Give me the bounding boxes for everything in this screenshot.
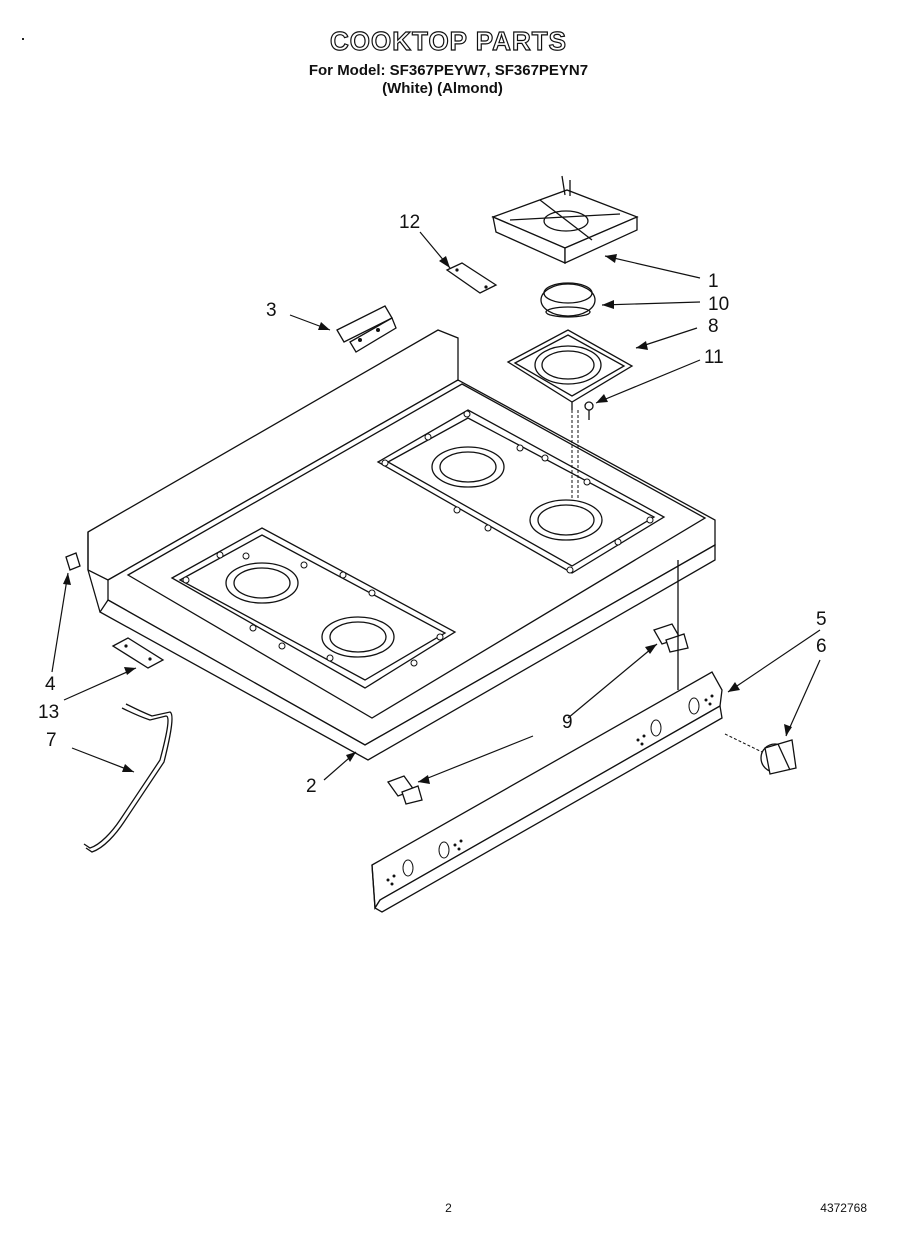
burner-right-front xyxy=(529,499,603,541)
burner-cap xyxy=(540,282,596,318)
clip-left xyxy=(65,552,81,571)
control-panel xyxy=(371,560,723,913)
callout-12: 12 xyxy=(399,212,420,233)
page-number: 2 xyxy=(445,1201,452,1215)
support-rod xyxy=(83,703,173,853)
callout-3: 3 xyxy=(266,300,277,321)
screw xyxy=(584,401,594,420)
callout-4: 4 xyxy=(45,674,56,695)
callout-5: 5 xyxy=(816,609,827,630)
burner-left-front xyxy=(321,616,395,658)
burner-right-back xyxy=(431,446,505,488)
clip-upper xyxy=(653,623,689,653)
hinge-left xyxy=(111,637,165,669)
callout-13: 13 xyxy=(38,702,59,723)
callout-11: 11 xyxy=(704,347,724,368)
callout-2: 2 xyxy=(306,776,317,797)
callout-6: 6 xyxy=(816,636,827,657)
callout-1: 1 xyxy=(708,271,719,292)
callout-8: 8 xyxy=(708,316,719,337)
burner-bowl xyxy=(506,329,634,410)
knob xyxy=(724,733,797,775)
clip-lower xyxy=(386,775,423,805)
grate xyxy=(491,175,639,265)
hinge-right xyxy=(445,262,498,294)
hinge-bracket xyxy=(336,305,397,353)
page-title: COOKTOP PARTS xyxy=(329,25,567,56)
cooktop-assembly xyxy=(87,329,716,761)
color-line: (White) (Almond) xyxy=(382,80,503,97)
callout-9-upper: 9 xyxy=(562,712,573,733)
callout-10: 10 xyxy=(708,294,729,315)
speck xyxy=(22,38,24,40)
model-line: For Model: SF367PEYW7, SF367PEYN7 xyxy=(308,62,589,79)
callout-7: 7 xyxy=(46,730,57,751)
burner-left-back xyxy=(225,562,299,604)
document-code: 4372768 xyxy=(820,1201,867,1215)
